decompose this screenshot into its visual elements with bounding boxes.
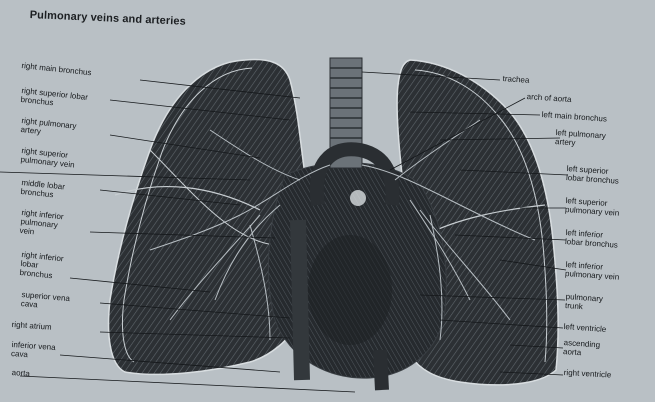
label-aorta: aorta — [11, 368, 30, 378]
label-pulmonary-trunk: pulmonary trunk — [565, 292, 604, 313]
label-right-inferior-pulmonary-vein: right inferior pulmonary vein — [19, 208, 64, 239]
label-left-superior-lobar-bronchus: left superior lobar bronchus — [566, 164, 620, 186]
label-left-inferior-lobar-bronchus: left inferior lobar bronchus — [565, 228, 619, 250]
label-left-superior-pulmonary-vein: left superior pulmonary vein — [565, 196, 620, 218]
descending-aorta — [380, 350, 382, 390]
label-left-pulmonary-artery: left pulmonary artery — [555, 128, 606, 149]
label-right-inferior-lobar-bronchus: right inferior lobar bronchus — [19, 250, 64, 281]
label-ascending-aorta: ascending aorta — [563, 338, 601, 359]
label-left-inferior-pulmonary-vein: left inferior pulmonary vein — [565, 260, 620, 282]
label-trachea: trachea — [502, 74, 529, 85]
label-inferior-vena-cava: inferior vena cava — [11, 340, 56, 361]
superior-vena-cava — [298, 220, 302, 380]
